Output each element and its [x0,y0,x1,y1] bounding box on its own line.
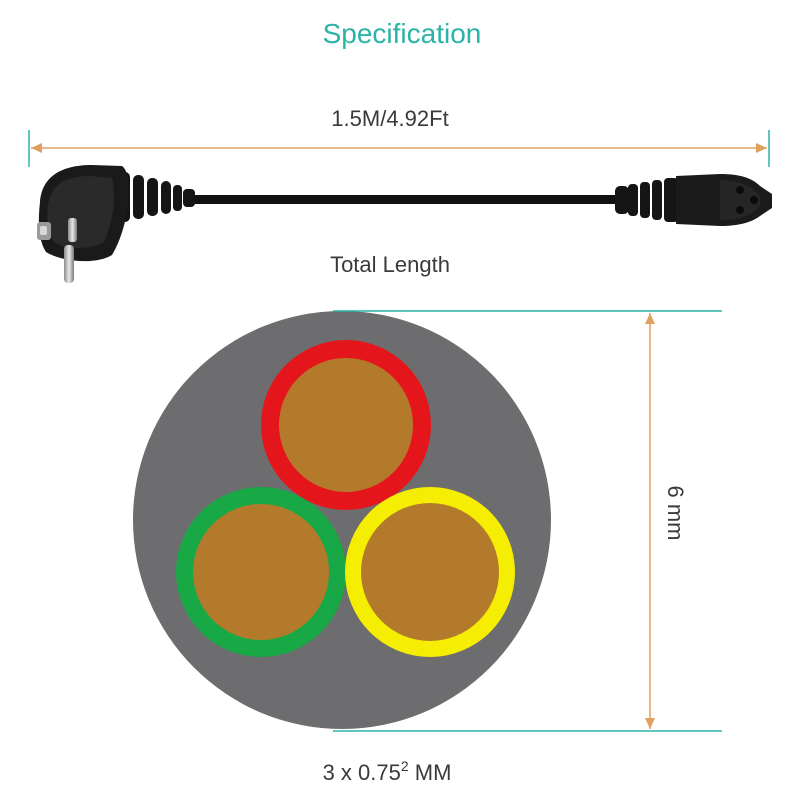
cable-cross-section [133,311,551,729]
conductor-spec-prefix: 3 x 0.75 [323,760,401,785]
page-title: Specification [323,18,482,49]
conductor-green [176,487,346,657]
schuko-plug-icon [37,165,195,283]
copper-core-yellow [361,503,499,641]
copper-core-red [279,358,413,492]
top-arrowhead-icon [645,313,655,324]
c5-connector-icon [615,174,772,226]
length-label: 1.5M/4.92Ft [331,106,448,131]
copper-core-green [193,504,329,640]
conductor-yellow [345,487,515,657]
diameter-label: 6 mm [663,486,688,541]
left-arrowhead-icon [31,143,42,153]
diameter-dimension-line [333,310,722,732]
length-dimension-line [28,130,770,167]
right-arrowhead-icon [756,143,767,153]
conductor-spec-superscript: 2 [401,758,409,774]
conductor-spec-suffix: MM [409,760,452,785]
cable-wire [190,195,630,204]
conductor-spec-label: 3 x 0.752 MM [323,758,452,785]
bottom-arrowhead-icon [645,718,655,729]
total-length-label: Total Length [330,252,450,277]
power-cable [37,165,772,283]
conductor-red [261,340,431,510]
